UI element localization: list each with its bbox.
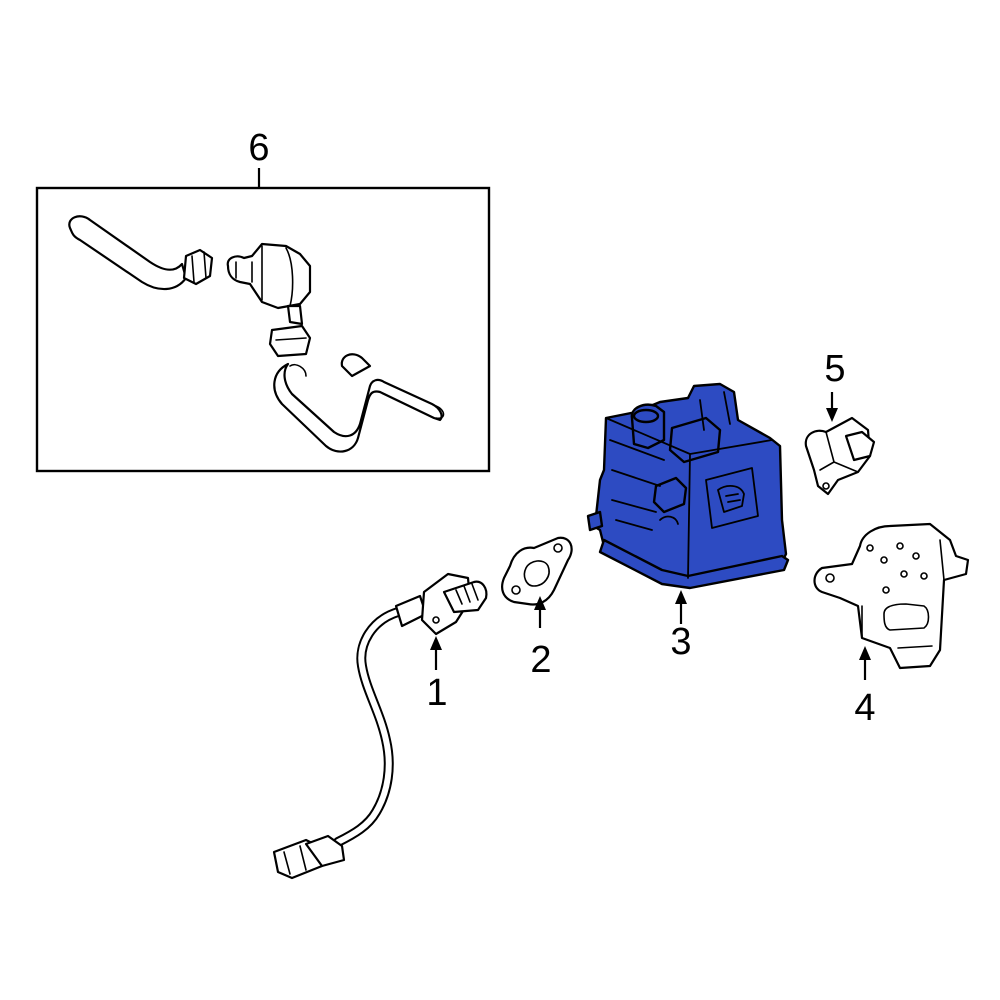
callout-number-1[interactable]: 1 — [426, 672, 447, 714]
callout-1-group: 1 — [272, 572, 488, 880]
sensor-with-harness[interactable] — [272, 572, 488, 880]
callout-5-arrowhead — [826, 408, 838, 422]
callout-number-5[interactable]: 5 — [824, 348, 845, 390]
callout-6-group: 6 — [35, 127, 491, 473]
callout-2-arrowhead — [534, 596, 546, 610]
callout-3-arrowhead — [675, 590, 687, 604]
callout-5-group: 5 — [804, 348, 876, 496]
gasket[interactable] — [501, 536, 573, 606]
highlighted-canister-assembly[interactable] — [586, 382, 790, 590]
callout-2-group: 2 — [501, 536, 573, 681]
callout-4-group: 4 — [813, 522, 970, 729]
callout-3-group: 3 — [586, 382, 790, 663]
canister-flange — [598, 538, 790, 590]
callout-number-3[interactable]: 3 — [670, 621, 691, 663]
callout-4-arrowhead — [859, 646, 871, 660]
callout-number-4[interactable]: 4 — [854, 687, 875, 729]
mounting-bracket[interactable] — [813, 522, 970, 670]
callout-number-2[interactable]: 2 — [530, 639, 551, 681]
callout-1-arrowhead — [430, 636, 442, 650]
vacuum-fitting[interactable] — [804, 416, 876, 496]
callout-number-6[interactable]: 6 — [248, 127, 269, 169]
hose-kit-illustration[interactable] — [68, 215, 445, 453]
